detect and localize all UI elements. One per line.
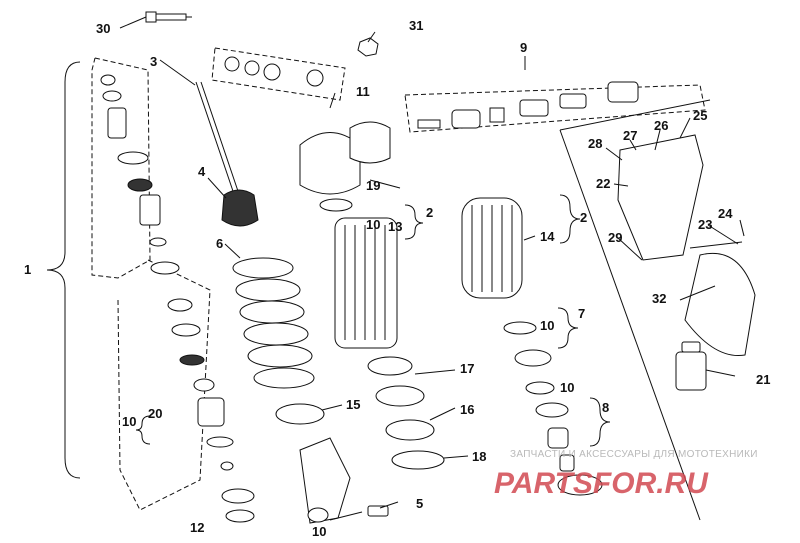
watermark-tagline: ЗАПЧАСТИ И АКСЕССУАРЫ ДЛЯ МОТОТЕХНИКИ (510, 449, 758, 460)
callout-4: 4 (198, 164, 206, 179)
callout-labels: 30 31 3 9 11 25 26 27 28 22 4 19 2 13 10… (24, 18, 770, 539)
callout-31: 31 (409, 18, 423, 33)
callout-15: 15 (346, 397, 360, 412)
adjuster-assembly-9 (404, 81, 706, 133)
callout-21: 21 (756, 372, 770, 387)
callout-29: 29 (608, 230, 622, 245)
callout-24: 24 (718, 206, 733, 221)
callout-1: 1 (24, 262, 31, 277)
callout-8: 8 (602, 400, 609, 415)
callout-3: 3 (150, 54, 157, 69)
callout-5: 5 (416, 496, 423, 511)
callout-9: 9 (520, 40, 527, 55)
nut-31 (357, 37, 379, 57)
top-seal-strip (211, 47, 346, 101)
callout-11: 11 (356, 84, 370, 99)
oil-bottle-21 (675, 341, 707, 391)
callout-32: 32 (652, 291, 666, 306)
left-spring-assembly (91, 57, 255, 523)
coil-spring-6 (232, 257, 325, 425)
adjuster-rings (367, 356, 445, 470)
callout-10-left: 10 (122, 414, 136, 429)
callout-20: 20 (148, 406, 162, 421)
callout-30: 30 (96, 21, 110, 36)
bolt-30 (145, 11, 192, 23)
reservoir-14 (461, 197, 603, 496)
callout-16: 16 (460, 402, 474, 417)
mud-flap-bracket (559, 99, 756, 521)
callout-19: 19 (366, 178, 380, 193)
callout-18: 18 (472, 449, 486, 464)
leader-lines (46, 16, 745, 521)
shock-body-13 (334, 217, 398, 349)
lower-clevis (299, 437, 389, 524)
callout-25: 25 (693, 108, 707, 123)
watermark-logo: PARTSFOR.RU (494, 467, 709, 500)
callout-10-body: 10 (366, 217, 380, 232)
callout-14: 14 (540, 229, 555, 244)
callout-22: 22 (596, 176, 610, 191)
callout-10-reservoir-mid: 10 (560, 380, 574, 395)
callout-10-reservoir-top: 10 (540, 318, 554, 333)
callout-7: 7 (578, 306, 585, 321)
callout-23: 23 (698, 217, 712, 232)
callout-13: 13 (388, 219, 402, 234)
callout-6: 6 (216, 236, 223, 251)
callout-10-bottom: 10 (312, 524, 326, 539)
watermark: ЗАПЧАСТИ И АКСЕССУАРЫ ДЛЯ МОТОТЕХНИКИ PA… (494, 449, 758, 500)
shock-rod-4 (195, 81, 259, 227)
callout-12: 12 (190, 520, 204, 535)
reservoir-head (299, 121, 391, 212)
callout-2-right: 2 (580, 210, 587, 225)
callout-2-left: 2 (426, 205, 433, 220)
callout-27: 27 (623, 128, 637, 143)
callout-26: 26 (654, 118, 668, 133)
callout-17: 17 (460, 361, 474, 376)
callout-28: 28 (588, 136, 602, 151)
